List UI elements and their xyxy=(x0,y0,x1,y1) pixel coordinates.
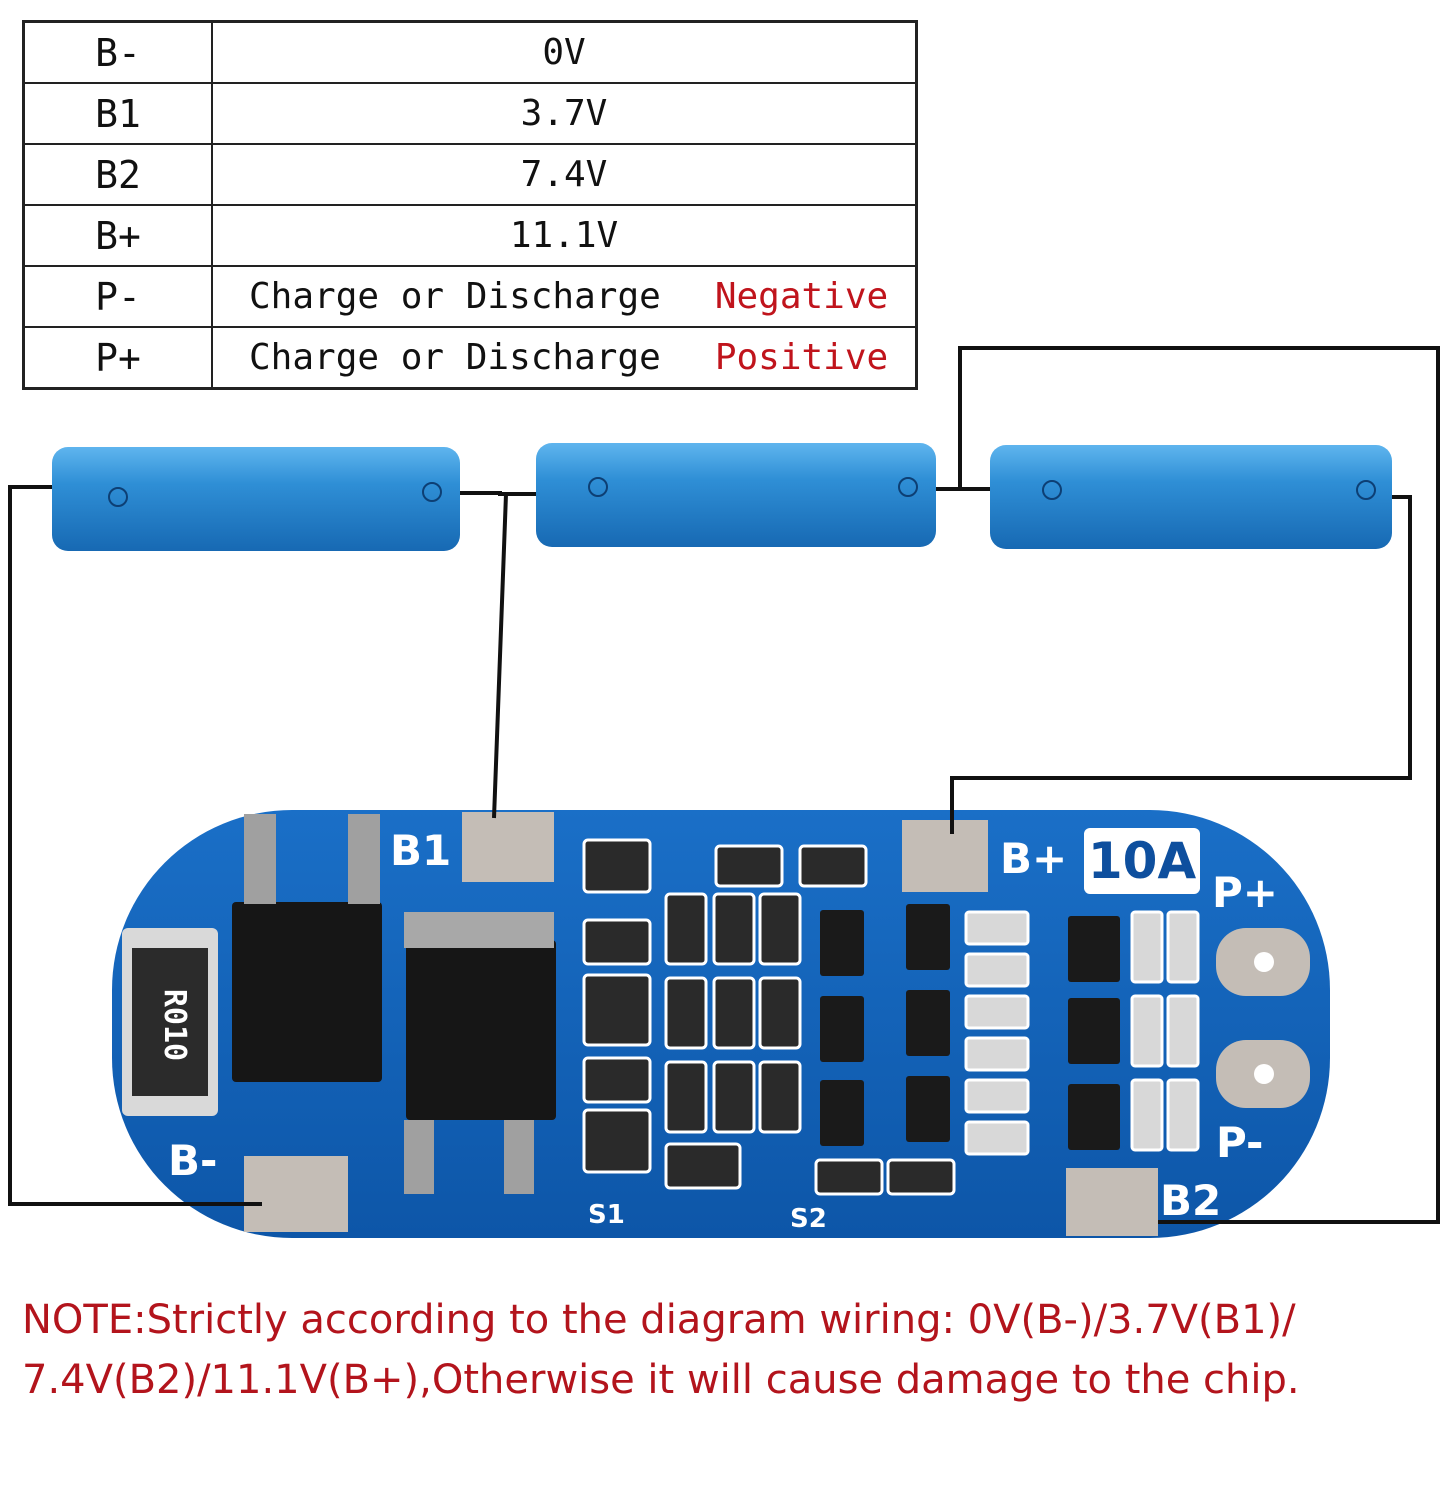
battery-cell-2 xyxy=(536,443,936,547)
pin-table: B- 0V B1 3.7V B2 7.4V B+ 11.1V P- Charge… xyxy=(22,20,918,390)
minus-terminal-icon xyxy=(588,477,608,497)
table-row: P- Charge or Discharge Negative xyxy=(22,265,918,328)
pin-name: B+ xyxy=(22,204,213,267)
label-b2: B2 xyxy=(1160,1176,1222,1225)
note-line-1: NOTE:Strictly according to the diagram w… xyxy=(22,1297,1296,1343)
pin-voltage: 0V xyxy=(211,20,918,84)
pin-voltage: 7.4V xyxy=(211,143,918,206)
pin-name: P- xyxy=(22,265,213,328)
label-pminus: P- xyxy=(1216,1118,1264,1167)
label-s1: S1 xyxy=(588,1200,625,1230)
pin-function: Charge or Discharge Positive xyxy=(211,326,918,390)
wire-bminus xyxy=(8,485,262,1206)
mosfet-2 xyxy=(406,940,556,1120)
polarity-text: Negative xyxy=(714,276,889,317)
resistor-code: R010 xyxy=(157,988,193,1062)
function-text: Charge or Discharge xyxy=(249,276,661,317)
pad-bplus xyxy=(902,820,988,892)
current-rating-badge: 10A xyxy=(1084,828,1200,894)
wiring-note: NOTE:Strictly according to the diagram w… xyxy=(22,1290,1422,1410)
pin-function: Charge or Discharge Negative xyxy=(211,265,918,328)
table-row: P+ Charge or Discharge Positive xyxy=(22,326,918,390)
pad-bminus xyxy=(244,1156,348,1232)
table-row: B- 0V xyxy=(22,20,918,84)
table-row: B2 7.4V xyxy=(22,143,918,206)
label-bplus: B+ xyxy=(1000,834,1068,883)
plus-terminal-icon xyxy=(422,482,442,502)
pad-b1 xyxy=(462,812,554,882)
note-line-2: 7.4V(B2)/11.1V(B+),Otherwise it will cau… xyxy=(22,1357,1300,1403)
pin-voltage: 3.7V xyxy=(211,82,918,145)
mosfet-1 xyxy=(232,902,382,1082)
table-row: B+ 11.1V xyxy=(22,204,918,267)
polarity-text: Positive xyxy=(714,337,889,378)
wire-bplus xyxy=(950,495,1412,834)
label-pplus: P+ xyxy=(1212,868,1278,917)
pin-name: B1 xyxy=(22,82,213,145)
pin-name: P+ xyxy=(22,326,213,390)
pin-name: B- xyxy=(22,20,213,84)
pin-name: B2 xyxy=(22,143,213,206)
minus-terminal-icon xyxy=(1042,480,1062,500)
pad-b2 xyxy=(1066,1168,1158,1236)
function-text: Charge or Discharge xyxy=(249,337,661,378)
wiring xyxy=(8,346,1440,1224)
table-row: B1 3.7V xyxy=(22,82,918,145)
battery-cell-1 xyxy=(52,447,460,551)
minus-terminal-icon xyxy=(108,487,128,507)
wire-cell-link xyxy=(936,346,1440,1224)
wire-b1 xyxy=(460,491,536,819)
plus-terminal-icon xyxy=(898,477,918,497)
pin-voltage: 11.1V xyxy=(211,204,918,267)
label-bminus: B- xyxy=(168,1136,218,1185)
bms-board xyxy=(112,810,1330,1238)
plus-terminal-icon xyxy=(1356,480,1376,500)
label-b1: B1 xyxy=(390,826,452,875)
label-s2: S2 xyxy=(790,1204,827,1234)
battery-cell-3 xyxy=(990,445,1392,549)
